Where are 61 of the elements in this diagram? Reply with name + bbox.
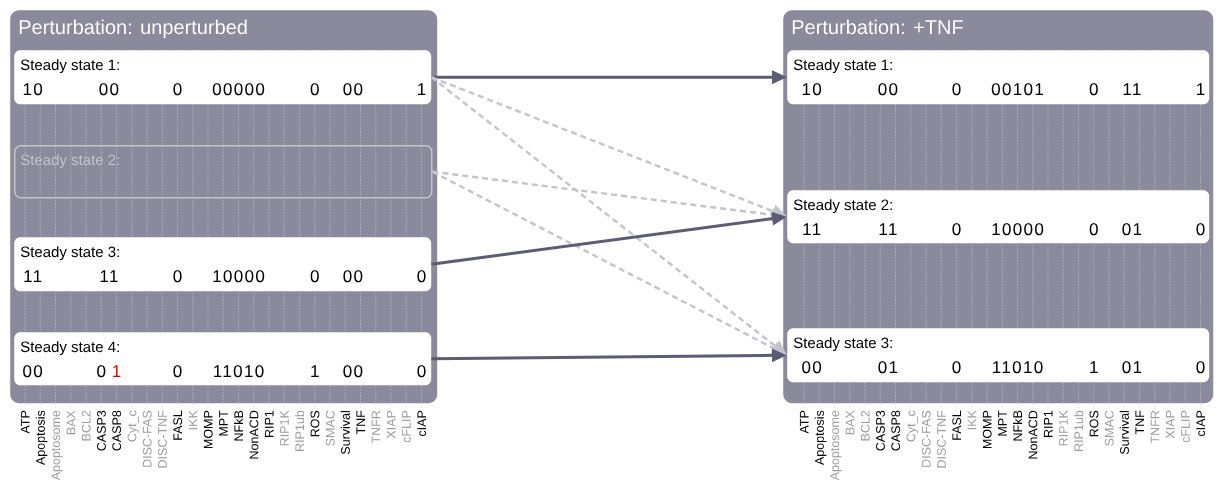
axis-label: CASP8: [891, 410, 901, 451]
axis-label: BAX: [66, 410, 76, 435]
axis-label: RIP1K: [280, 410, 289, 446]
axis-label: ATP: [20, 410, 30, 434]
state-box: Steady state 3: 11 11 0 10000 0 00 0: [14, 237, 432, 292]
state-box: Steady state 2: 11 11 0 10000 0 01 0: [787, 190, 1210, 244]
axis-label: SMAC: [1104, 410, 1114, 446]
axis-label: FASL: [173, 410, 183, 440]
axis-label: XIAP: [386, 410, 396, 439]
axis-label: ATP: [799, 410, 809, 434]
axis-label: NFkB: [233, 410, 243, 441]
axis-label: MPT: [998, 410, 1007, 436]
axis-label: SMAC: [325, 410, 335, 446]
axis-label: MOMP: [982, 410, 992, 449]
axis-label: NonACD: [1028, 410, 1038, 459]
axis-label: DISC-FAS: [142, 410, 152, 467]
axis-label: Cyt_c: [906, 410, 918, 442]
axis-label: XIAP: [1165, 410, 1175, 439]
axis-label: IKK: [188, 410, 198, 430]
axis-label: NonACD: [249, 410, 259, 459]
axis-label: RIP1ub: [294, 410, 305, 451]
axis-label: RIP1ub: [1073, 410, 1084, 451]
state-box: Steady state 2:: [14, 145, 433, 199]
axis-label: Cyt_c: [127, 410, 139, 442]
state-box: Steady state 1: 10 00 0 00101 0 11 1: [787, 50, 1210, 105]
axis-label: RIP1: [1043, 410, 1053, 437]
axis-label: TNFR: [371, 410, 381, 444]
state-box: Steady state 1: 10 00 0 00000 0 00 1: [14, 50, 432, 105]
axis-label: CASP8: [112, 410, 122, 451]
axis-label: MPT: [219, 410, 228, 436]
axis-label: MOMP: [203, 410, 213, 449]
axis-label: Survival: [1119, 411, 1129, 455]
axis-label: cFLIP: [1181, 410, 1190, 443]
axis-label: BCL2: [860, 410, 870, 441]
axis-label: cFLIP: [402, 410, 411, 443]
axis-label: IKK: [967, 410, 977, 430]
axis-label: DISC-TNF: [158, 410, 167, 468]
axis-label: BCL2: [81, 410, 91, 441]
state-box: Steady state 4: 00 0 1 0 11010 1 00 0: [14, 332, 432, 386]
axis-label: Apoptosome: [830, 410, 842, 481]
axis-label: DISC-TNF: [937, 410, 946, 468]
axis-label: Survival: [340, 411, 350, 455]
axis-label: DISC-FAS: [921, 410, 931, 467]
axis-label: TNFR: [1150, 410, 1160, 444]
axis-label: BAX: [845, 410, 855, 435]
axis-label: CASP3: [876, 410, 885, 451]
axis-label: ROS: [310, 410, 320, 437]
axis-label: Apoptosome: [51, 410, 63, 481]
axis-label: NFkB: [1012, 410, 1022, 441]
axis-label: TNF: [1135, 410, 1144, 435]
axis-label: Apoptosis: [814, 410, 827, 466]
axis-label: Apoptosis: [35, 410, 48, 466]
axis-label: FASL: [952, 410, 962, 440]
axis-label: CASP3: [97, 410, 106, 451]
axis-label: RIP1K: [1059, 410, 1068, 446]
axis-label: cIAP: [1196, 410, 1206, 437]
axis-label: cIAP: [417, 410, 427, 437]
axis-label: TNF: [356, 410, 365, 435]
axis-label: ROS: [1089, 410, 1099, 437]
axis-label: RIP1: [264, 410, 274, 437]
state-box: Steady state 3: 00 01 0 11010 1 01 0: [787, 328, 1210, 383]
